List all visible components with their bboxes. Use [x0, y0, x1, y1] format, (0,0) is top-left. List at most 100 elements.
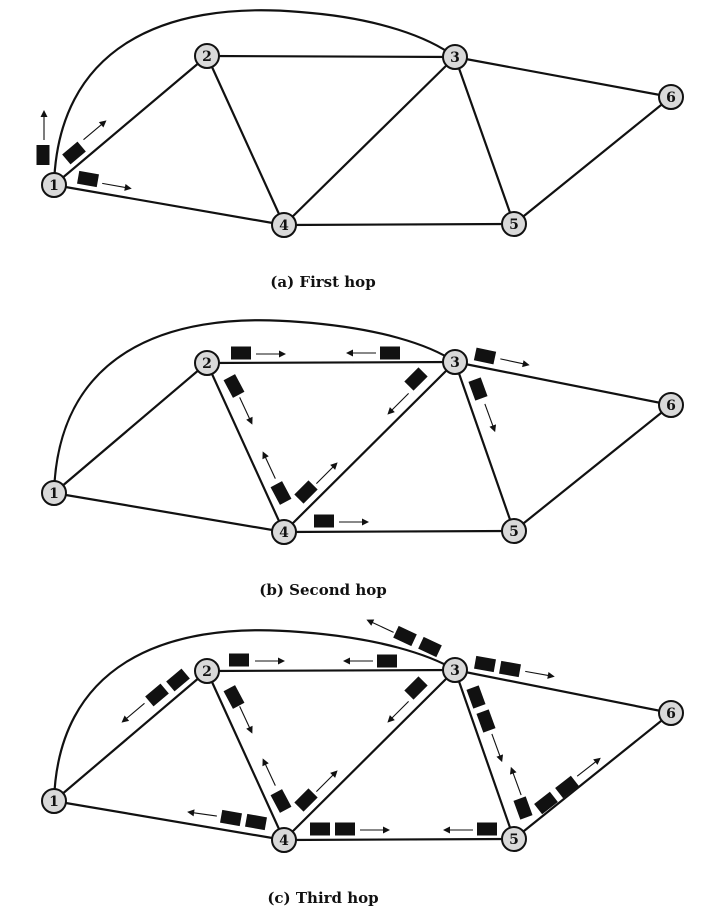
packet — [270, 789, 292, 813]
packet — [418, 636, 442, 658]
packet — [404, 367, 428, 391]
svg-text:1: 1 — [49, 178, 59, 194]
svg-text:4: 4 — [279, 525, 289, 541]
node-5: 5 — [501, 211, 527, 237]
packet — [513, 796, 533, 820]
packet — [476, 709, 496, 733]
packet — [294, 788, 318, 812]
svg-text:5: 5 — [509, 524, 519, 540]
packet — [223, 685, 245, 709]
edge-1-3 — [52, 629, 456, 802]
packet — [245, 813, 267, 831]
panel-caption: (a) First hop — [270, 273, 375, 291]
edge-2-3 — [206, 360, 456, 365]
panel-third-hop: 1 2 3 4 5 6 (c) Third hop — [41, 619, 684, 907]
packet — [474, 655, 496, 673]
node-2: 2 — [194, 658, 220, 684]
panel-second-hop: 1 2 3 4 5 6 (b) Second hop — [41, 319, 684, 599]
packet — [220, 809, 242, 827]
packet — [404, 676, 428, 700]
arrow — [256, 350, 286, 358]
packet — [166, 668, 190, 692]
arrow — [484, 403, 497, 433]
arrow — [339, 518, 369, 526]
edge-4-5 — [283, 529, 515, 534]
edge-3-4 — [283, 56, 456, 226]
edge-3-4 — [283, 669, 456, 841]
edge-1-3 — [52, 9, 456, 186]
edge-4-5 — [283, 837, 515, 842]
packet — [294, 480, 318, 504]
packet — [473, 347, 497, 365]
arrow — [262, 451, 276, 479]
edge-3-6 — [454, 668, 672, 715]
packet — [380, 346, 400, 360]
arrow — [187, 809, 217, 817]
arrow — [40, 110, 48, 140]
edge-2-3 — [206, 668, 456, 673]
svg-text:3: 3 — [450, 663, 460, 679]
arrow — [509, 766, 522, 796]
svg-text:1: 1 — [49, 486, 59, 502]
packet — [36, 145, 50, 165]
svg-text:6: 6 — [666, 398, 676, 414]
svg-text:4: 4 — [279, 833, 289, 849]
edge-1-2 — [53, 670, 208, 802]
arrow — [387, 393, 409, 415]
node-3: 3 — [442, 657, 468, 683]
edge-1-4 — [53, 183, 285, 227]
packet — [377, 654, 397, 668]
network-edges — [52, 629, 672, 842]
network-edges — [52, 9, 672, 227]
arrow — [102, 182, 132, 191]
svg-text:2: 2 — [202, 664, 212, 680]
edge-1-4 — [53, 799, 285, 842]
packets — [223, 346, 497, 528]
svg-text:3: 3 — [450, 50, 460, 66]
packet — [314, 514, 334, 528]
arrow — [262, 758, 276, 786]
node-5: 5 — [501, 518, 527, 544]
node-3: 3 — [442, 349, 468, 375]
node-1: 1 — [41, 172, 67, 198]
node-6: 6 — [658, 84, 684, 110]
node-4: 4 — [271, 519, 297, 545]
edge-3-5 — [453, 361, 516, 532]
panel-first-hop: 1 2 3 4 5 6 (a) First hop — [36, 9, 684, 291]
svg-text:5: 5 — [509, 832, 519, 848]
arrow — [255, 657, 285, 665]
network-edges — [52, 319, 672, 534]
network-nodes: 1 2 3 4 5 6 — [41, 349, 684, 545]
network-nodes: 1 2 3 4 5 6 — [41, 43, 684, 238]
arrows — [40, 110, 132, 191]
arrow — [83, 120, 107, 141]
panel-caption: (b) Second hop — [259, 581, 386, 599]
node-4: 4 — [271, 827, 297, 853]
packet — [229, 653, 249, 667]
packet — [223, 374, 245, 398]
edge-2-4 — [205, 55, 286, 226]
node-3: 3 — [442, 44, 468, 70]
edge-3-5 — [453, 56, 516, 225]
packet — [145, 683, 169, 707]
packet — [468, 377, 488, 401]
arrow — [525, 670, 555, 679]
packet — [477, 822, 497, 836]
packet — [62, 141, 86, 165]
packet — [393, 625, 417, 647]
svg-text:2: 2 — [202, 356, 212, 372]
edge-2-4 — [205, 362, 286, 533]
arrow — [121, 702, 145, 723]
arrows — [121, 619, 601, 834]
arrow — [500, 358, 530, 368]
edge-2-4 — [205, 670, 286, 841]
node-4: 4 — [271, 212, 297, 238]
node-6: 6 — [658, 700, 684, 726]
packet — [335, 822, 355, 836]
svg-text:2: 2 — [202, 49, 212, 65]
arrow — [443, 826, 473, 834]
edge-5-6 — [513, 404, 672, 532]
arrow — [316, 770, 338, 792]
arrow — [366, 619, 394, 633]
